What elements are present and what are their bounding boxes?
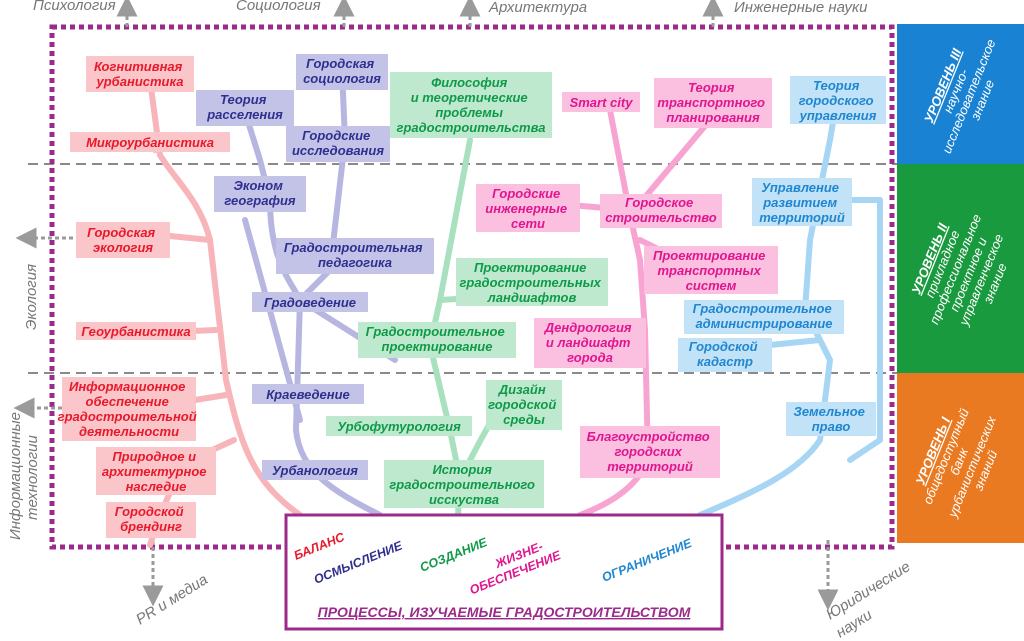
svg-text:Городские исследования: Городские исследования — [292, 128, 384, 158]
node-urbofuturology: Урбофутурология — [326, 416, 472, 436]
svg-text:Градостроительное админи: Градостроительное администрирование — [693, 301, 836, 331]
svg-text:Дендрология и ландшафт: Дендрология и ландшафт города — [544, 320, 635, 365]
node-urban-administration: Градостроительное администрирование — [684, 300, 844, 334]
external-sociology: Социология — [236, 0, 321, 14]
svg-text:Микроурбанистика: Микроурбанистика — [86, 135, 214, 150]
node-geo-urbanism: Геоурбанистика — [76, 322, 196, 340]
svg-text:Управление развитием: Управление развитием территорий — [759, 180, 845, 225]
processes-box: БАЛАНС ОСМЫСЛЕНИЕ СОЗДАНИЕ ЖИЗНЕ- ОБЕСПЕ… — [284, 513, 724, 631]
external-it-line2: технологии — [24, 435, 41, 520]
svg-text:Урбанология: Урбанология — [272, 463, 358, 478]
node-art-history: История градостроительного исскуства — [384, 460, 544, 508]
node-city-studies: Градоведение — [252, 292, 368, 312]
node-urbanology: Урбанология — [262, 460, 368, 480]
node-philosophy: Философия и теоретические проблемы градо… — [390, 72, 552, 138]
external-psychology: Психология — [33, 0, 116, 14]
external-it-line1: Информационные — [7, 412, 24, 540]
node-info-support: Информационное обеспечение градостроител… — [58, 377, 201, 441]
node-cadastre: Городской кадастр — [678, 338, 772, 372]
svg-text:Эконом география: Эконом география — [224, 178, 295, 208]
svg-text:Информационное обеспечен: Информационное обеспечение градостроител… — [58, 379, 201, 439]
svg-text:Городское строительство: Городское строительство — [605, 195, 717, 225]
node-smart-city: Smart city — [562, 92, 640, 112]
node-settlement-theory: Теория расселения — [196, 90, 294, 126]
level-1-band — [897, 373, 1024, 543]
node-city-branding: Городской брендинг — [106, 502, 196, 538]
svg-text:Философия и теоретически: Философия и теоретические проблемы градо… — [397, 75, 546, 135]
node-urban-pedagogy: Градостроительная педагогика — [276, 238, 434, 274]
svg-text:Градостроительное проект: Градостроительное проектирование — [366, 324, 509, 354]
svg-text:Городской брендинг: Городской брендинг — [115, 504, 188, 534]
node-urban-construction: Городское строительство — [600, 194, 722, 228]
svg-text:История градостроительно: История градостроительного исскуства — [389, 462, 538, 507]
node-urban-research: Городские исследования — [286, 126, 390, 162]
node-transport-design: Проектирование транспортных систем — [644, 246, 778, 294]
main-frame — [49, 24, 895, 550]
node-engineering-networks: Городские инженерные сети — [476, 184, 580, 232]
node-econ-geography: Эконом география — [214, 176, 306, 212]
svg-text:Благоустройство городски: Благоустройство городских территорий — [587, 429, 714, 474]
svg-text:Урбофутурология: Урбофутурология — [337, 419, 461, 434]
svg-text:Природное и архитектурно: Природное и архитектурное наследие — [102, 449, 210, 494]
node-improvement: Благоустройство городских территорий — [580, 426, 720, 478]
node-dendrology: Дендрология и ландшафт города — [534, 318, 646, 368]
node-cognitive-urbanism: Когнитивная урбанистика — [86, 56, 194, 92]
node-urban-ecology: Городская экология — [76, 222, 170, 258]
svg-text:Градостроительная педаго: Градостроительная педагогика — [284, 240, 426, 270]
svg-text:Градоведение: Градоведение — [264, 295, 356, 310]
svg-text:Теория городского: Теория городского управления — [799, 78, 878, 123]
svg-text:Когнитивная урбанистика: Когнитивная урбанистика — [94, 59, 186, 89]
external-architecture: Архитектура — [488, 0, 587, 16]
node-transport-theory: Теория транспортного планирования — [654, 78, 772, 128]
svg-text:Краеведение: Краеведение — [266, 387, 350, 402]
node-landscape-design: Проектирование градостроительных ландшаф… — [456, 258, 608, 306]
node-micro-urbanism: Микроурбанистика — [70, 132, 230, 152]
svg-text:Дизайн городской с: Дизайн городской среды — [488, 382, 560, 427]
svg-text:Городские инженерные: Городские инженерные сети — [485, 186, 570, 231]
node-land-law: Земельное право — [786, 402, 876, 436]
svg-text:Городская экология: Городская экология — [87, 225, 159, 255]
svg-text:Геоурбанистика: Геоурбанистика — [81, 324, 190, 339]
node-local-studies: Краеведение — [252, 384, 364, 404]
level-2-band — [897, 164, 1024, 373]
svg-text:Проектирование транспорт: Проектирование транспортных систем — [653, 248, 769, 293]
node-governance-theory: Теория городского управления — [790, 76, 886, 124]
svg-text:Smart city: Smart city — [570, 95, 634, 110]
svg-text:Проектирование градостро: Проектирование градостроительных ландшаф… — [459, 260, 604, 305]
svg-text:Городской кадастр: Городской кадастр — [689, 339, 762, 369]
node-nature-heritage: Природное и архитектурное наследие — [96, 447, 216, 495]
processes-title: ПРОЦЕССЫ, ИЗУЧАЕМЫЕ ГРАДОСТРОИТЕЛЬСТВОМ — [318, 604, 691, 620]
external-ecology: Экология — [23, 264, 40, 330]
svg-text:Теория транспортного: Теория транспортного планирования — [657, 80, 768, 125]
external-pr-media: PR и медиа — [133, 571, 211, 628]
svg-text:Теория расселения: Теория расселения — [206, 92, 283, 122]
svg-text:Городская социология: Городская социология — [303, 56, 381, 86]
node-urban-design: Градостроительное проектирование — [358, 322, 516, 358]
external-engineering: Инженерные науки — [734, 0, 868, 16]
blue-branch-lines — [697, 77, 883, 518]
svg-text:Земельное право: Земельное право — [793, 404, 868, 434]
node-urban-environment-design: Дизайн городской среды — [486, 380, 562, 430]
node-territory-management: Управление развитием территорий — [752, 178, 852, 226]
node-urban-sociology: Городская социология — [296, 54, 388, 90]
level-3-band — [897, 24, 1024, 164]
